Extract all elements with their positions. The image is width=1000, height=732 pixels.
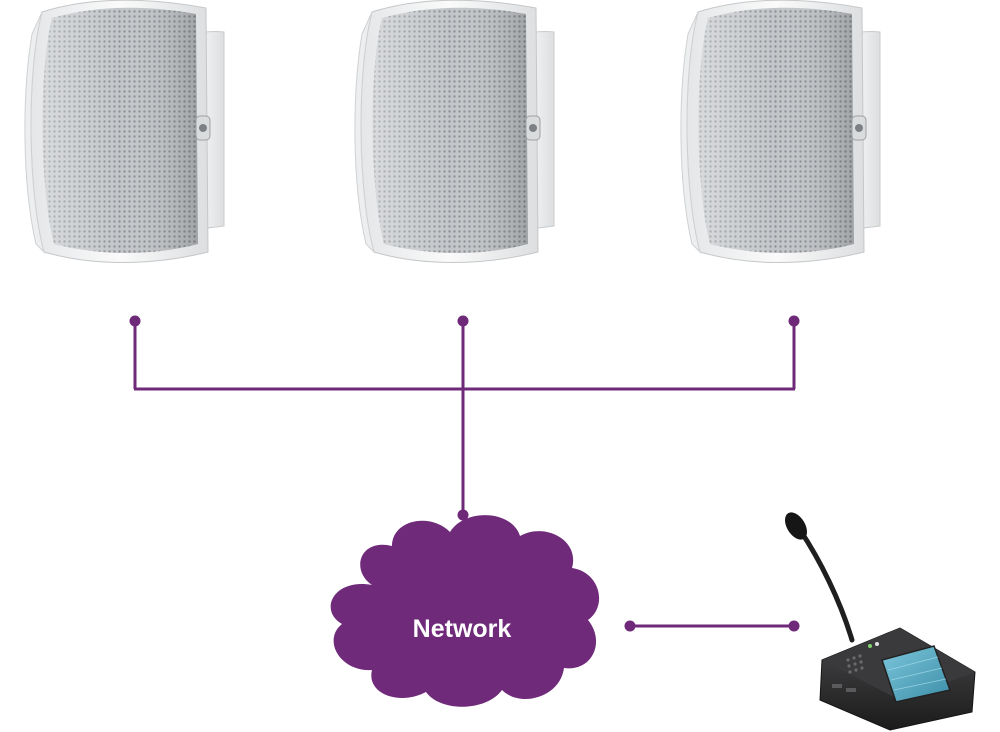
call-station	[784, 512, 976, 731]
speaker-3	[680, 0, 881, 263]
speaker-1	[24, 0, 225, 263]
wall-speaker-icon	[24, 0, 225, 263]
speaker-2-connector	[457, 315, 469, 327]
wall-speaker-icon	[354, 0, 555, 263]
speaker-3-connector	[788, 315, 800, 327]
speaker-2	[354, 0, 555, 263]
connection-points	[129, 315, 800, 632]
network-cloud-icon	[330, 515, 600, 707]
network-top-connector	[457, 509, 469, 521]
connection-lines	[133, 321, 796, 628]
speaker-1-connector	[129, 315, 141, 327]
network-side-connector	[624, 620, 636, 632]
call-station-connector	[788, 620, 800, 632]
wall-speaker-icon	[680, 0, 881, 263]
microphone-call-station-icon	[784, 512, 976, 731]
network-cloud: Network	[330, 515, 600, 707]
network-label: Network	[413, 615, 512, 643]
